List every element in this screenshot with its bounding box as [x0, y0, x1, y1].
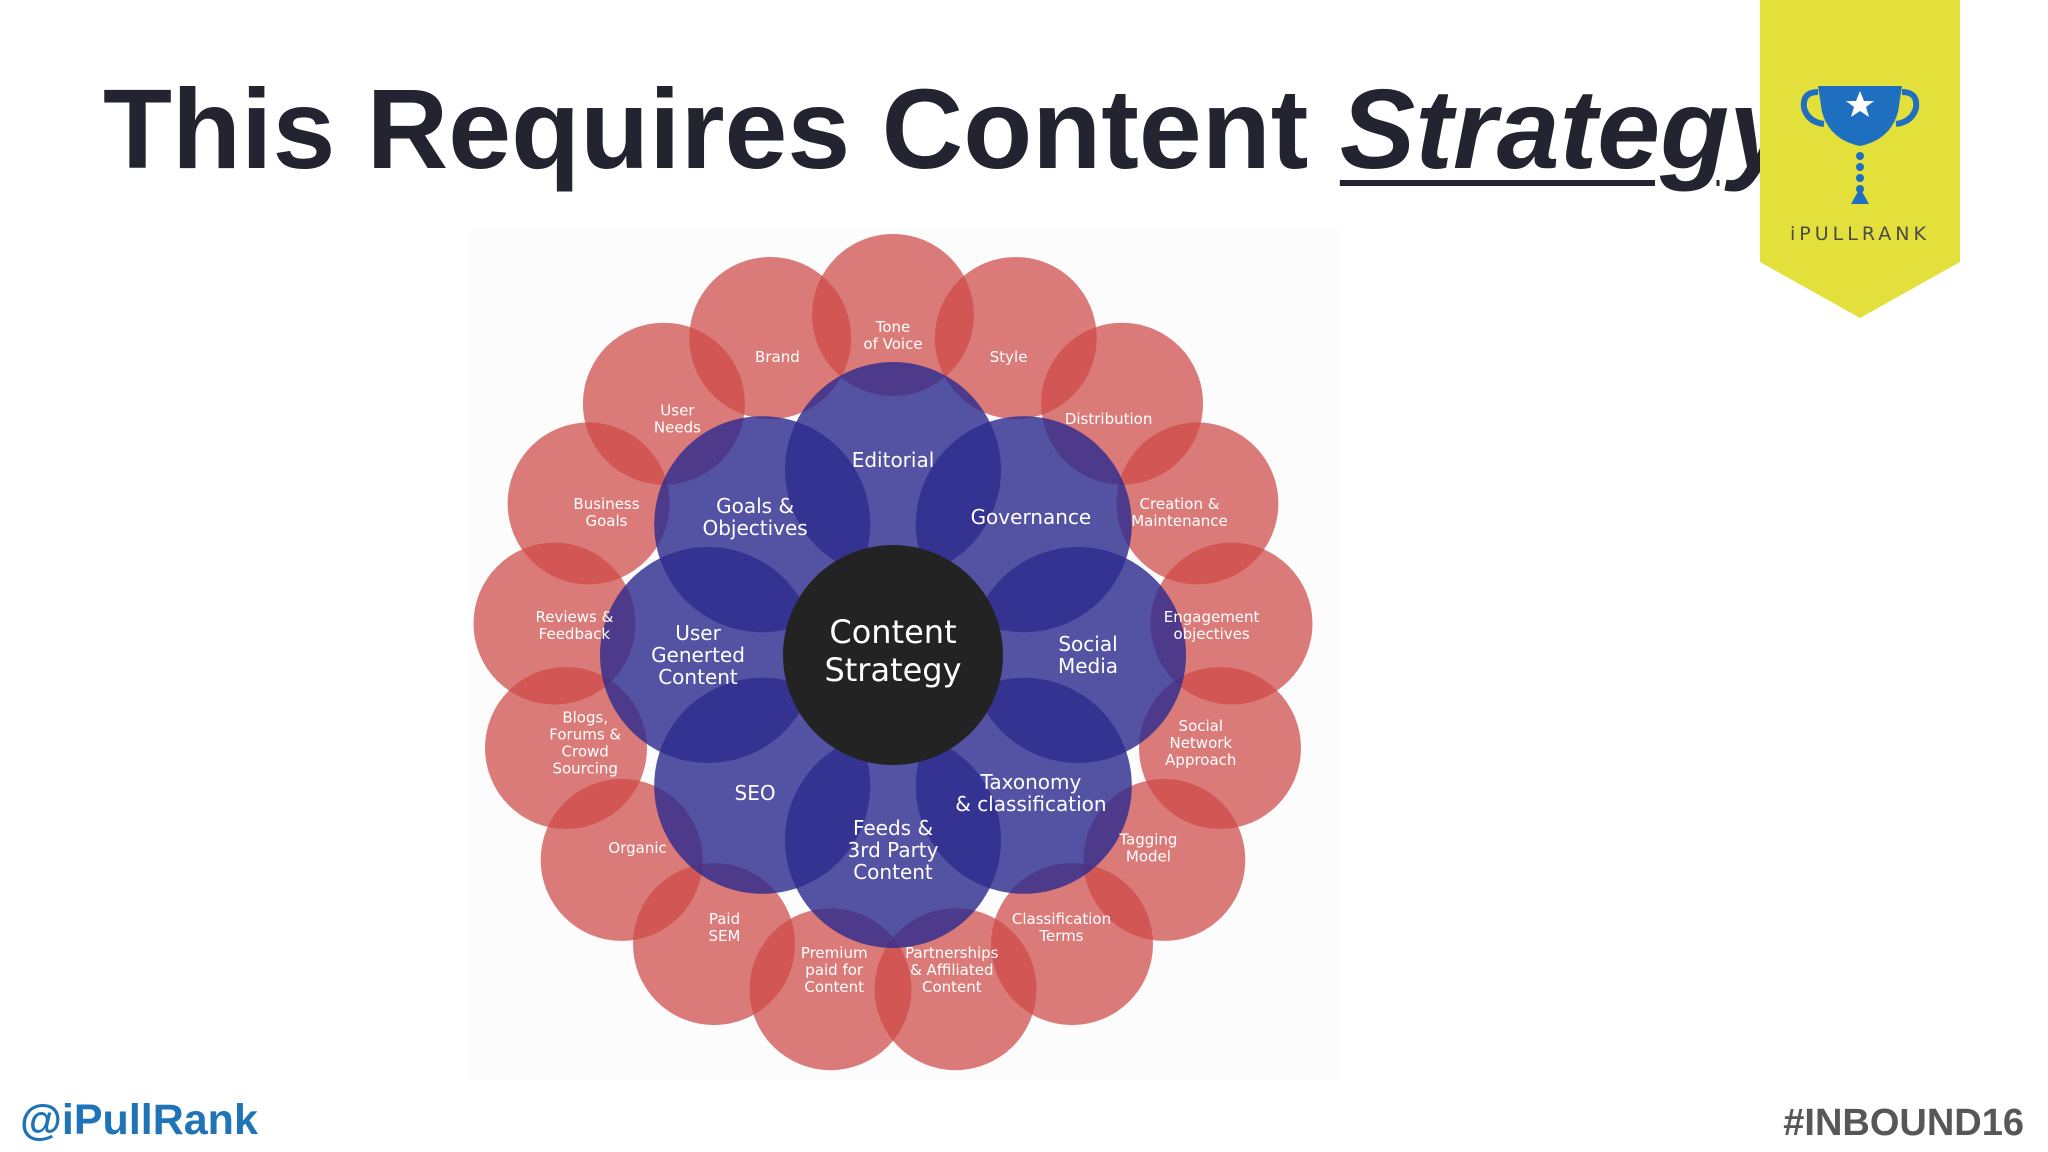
inner-circle-goals-objectives-label-line: Objectives — [702, 516, 807, 540]
outer-circle-style-label-line: Style — [990, 348, 1028, 366]
ipullrank-logo: iPULLRANK — [1760, 0, 1960, 318]
outer-circle-tagging-model-label-line: Tagging — [1118, 831, 1177, 849]
outer-circle-reviews-feedback-label-line: Feedback — [539, 625, 611, 643]
outer-circle-brand — [689, 257, 852, 419]
outer-circle-paid-sem-label-line: Paid — [709, 910, 740, 928]
event-hashtag: #INBOUND16 — [1783, 1102, 2024, 1144]
inner-circle-editorial-label: Editorial — [852, 448, 935, 472]
inner-circle-taxonomy-classification-label-line: Taxonomy — [979, 770, 1081, 794]
outer-circle-blogs-forums-crowd-sourcing-label-line: Sourcing — [552, 759, 618, 777]
outer-circle-paid-sem-label-line: SEM — [709, 927, 741, 945]
outer-circle-distribution-label-line: Distribution — [1065, 410, 1153, 428]
inner-circle-governance-label: Governance — [971, 505, 1092, 529]
outer-circle-tone-of-voice-label-line: Tone — [875, 318, 911, 336]
brand-name: iPULLRANK — [1790, 223, 1930, 245]
inner-circle-user-generted-content-label-line: Generted — [651, 643, 745, 667]
outer-circle-engagement-objectives — [1150, 542, 1313, 705]
outer-circle-premium-paid-for-content-label-line: Content — [804, 978, 864, 996]
outer-circle-partnerships-affiliated-content-label-line: & Affiliated — [910, 961, 993, 979]
outer-circle-premium-paid-for-content-label-line: paid for — [805, 961, 864, 979]
outer-circle-partnerships-affiliated-content-label-line: Content — [922, 978, 982, 996]
inner-circle-user-generted-content-label-line: User — [675, 621, 721, 645]
outer-circle-social-network-approach-label-line: Social — [1179, 717, 1223, 735]
outer-circle-user-needs-label-line: Needs — [654, 418, 701, 436]
inner-circle-feeds-3rd-party-content-label-line: 3rd Party — [848, 838, 939, 862]
outer-circle-engagement-objectives-label-line: objectives — [1173, 625, 1249, 643]
outer-circle-style-label: Style — [990, 348, 1028, 366]
outer-circle-classification-terms-label-line: Terms — [1038, 927, 1083, 945]
inner-circle-taxonomy-classification-label: Taxonomy& classification — [955, 770, 1106, 816]
outer-circle-premium-paid-for-content-label-line: Premium — [801, 944, 868, 962]
outer-circle-blogs-forums-crowd-sourcing-label-line: Crowd — [562, 742, 609, 760]
inner-circle-feeds-3rd-party-content-label-line: Content — [853, 860, 933, 884]
outer-circle-reviews-feedback-label: Reviews &Feedback — [535, 608, 613, 643]
outer-circle-tone-of-voice — [812, 234, 974, 396]
outer-circle-classification-terms-label-line: Classification — [1012, 910, 1111, 928]
trophy-icon — [1800, 86, 1920, 204]
outer-circle-blogs-forums-crowd-sourcing — [485, 667, 647, 829]
slide-title: This Requires Content Strategy — [103, 62, 1792, 197]
title-main-text: This Requires Content — [103, 66, 1340, 192]
inner-circle-user-generted-content-label-line: Content — [658, 665, 738, 689]
center-circle-label-line: Content — [829, 613, 956, 651]
inner-circle-feeds-3rd-party-content-label-line: Feeds & — [853, 816, 933, 840]
inner-circle-social-media-label-line: Social — [1058, 632, 1117, 656]
outer-circle-business-goals-label-line: Business — [573, 495, 639, 513]
center-circle-group — [783, 545, 1003, 765]
outer-circle-blogs-forums-crowd-sourcing-label-line: Forums & — [549, 725, 621, 743]
outer-circle-organic-label-line: Organic — [608, 839, 666, 857]
outer-circle-creation-maintenance-label-line: Creation & — [1140, 495, 1220, 513]
twitter-handle: @iPullRank — [20, 1096, 258, 1144]
inner-circle-governance-label-line: Governance — [971, 505, 1092, 529]
inner-circle-seo-label-line: SEO — [735, 781, 776, 805]
outer-circle-social-network-approach-label-line: Network — [1169, 734, 1232, 752]
title-emphasis-text: Strategy — [1339, 66, 1792, 192]
outer-circle-business-goals-label-line: Goals — [586, 512, 628, 530]
outer-circle-tagging-model-label-line: Model — [1126, 848, 1171, 866]
outer-circle-distribution-label: Distribution — [1065, 410, 1153, 428]
outer-circle-engagement-objectives-label-line: Engagement — [1164, 608, 1260, 626]
inner-circle-goals-objectives-label: Goals &Objectives — [702, 494, 807, 540]
inner-circle-seo-label: SEO — [735, 781, 776, 805]
outer-circle-reviews-feedback-label-line: Reviews & — [535, 608, 613, 626]
outer-circle-partnerships-affiliated-content — [874, 908, 1037, 1071]
outer-circle-creation-maintenance-label-line: Maintenance — [1131, 512, 1228, 530]
outer-circle-social-network-approach-label-line: Approach — [1165, 751, 1236, 769]
outer-circle-tone-of-voice-label-line: of Voice — [863, 335, 922, 353]
inner-circle-editorial-label-line: Editorial — [852, 448, 935, 472]
center-circle — [783, 545, 1003, 765]
outer-circle-creation-maintenance-label: Creation &Maintenance — [1131, 495, 1228, 530]
outer-circle-brand-label: Brand — [755, 348, 800, 366]
outer-circle-blogs-forums-crowd-sourcing-label-line: Blogs, — [562, 708, 608, 726]
center-circle-label-line: Strategy — [824, 651, 961, 689]
outer-circle-user-needs-label-line: User — [660, 401, 695, 419]
outer-circle-partnerships-affiliated-content-label-line: Partnerships — [905, 944, 999, 962]
inner-circle-taxonomy-classification-label-line: & classification — [955, 792, 1106, 816]
inner-circle-goals-objectives-label-line: Goals & — [716, 494, 794, 518]
outer-circle-brand-label-line: Brand — [755, 348, 800, 366]
inner-circle-social-media-label-line: Media — [1058, 654, 1118, 678]
outer-circle-organic-label: Organic — [608, 839, 666, 857]
